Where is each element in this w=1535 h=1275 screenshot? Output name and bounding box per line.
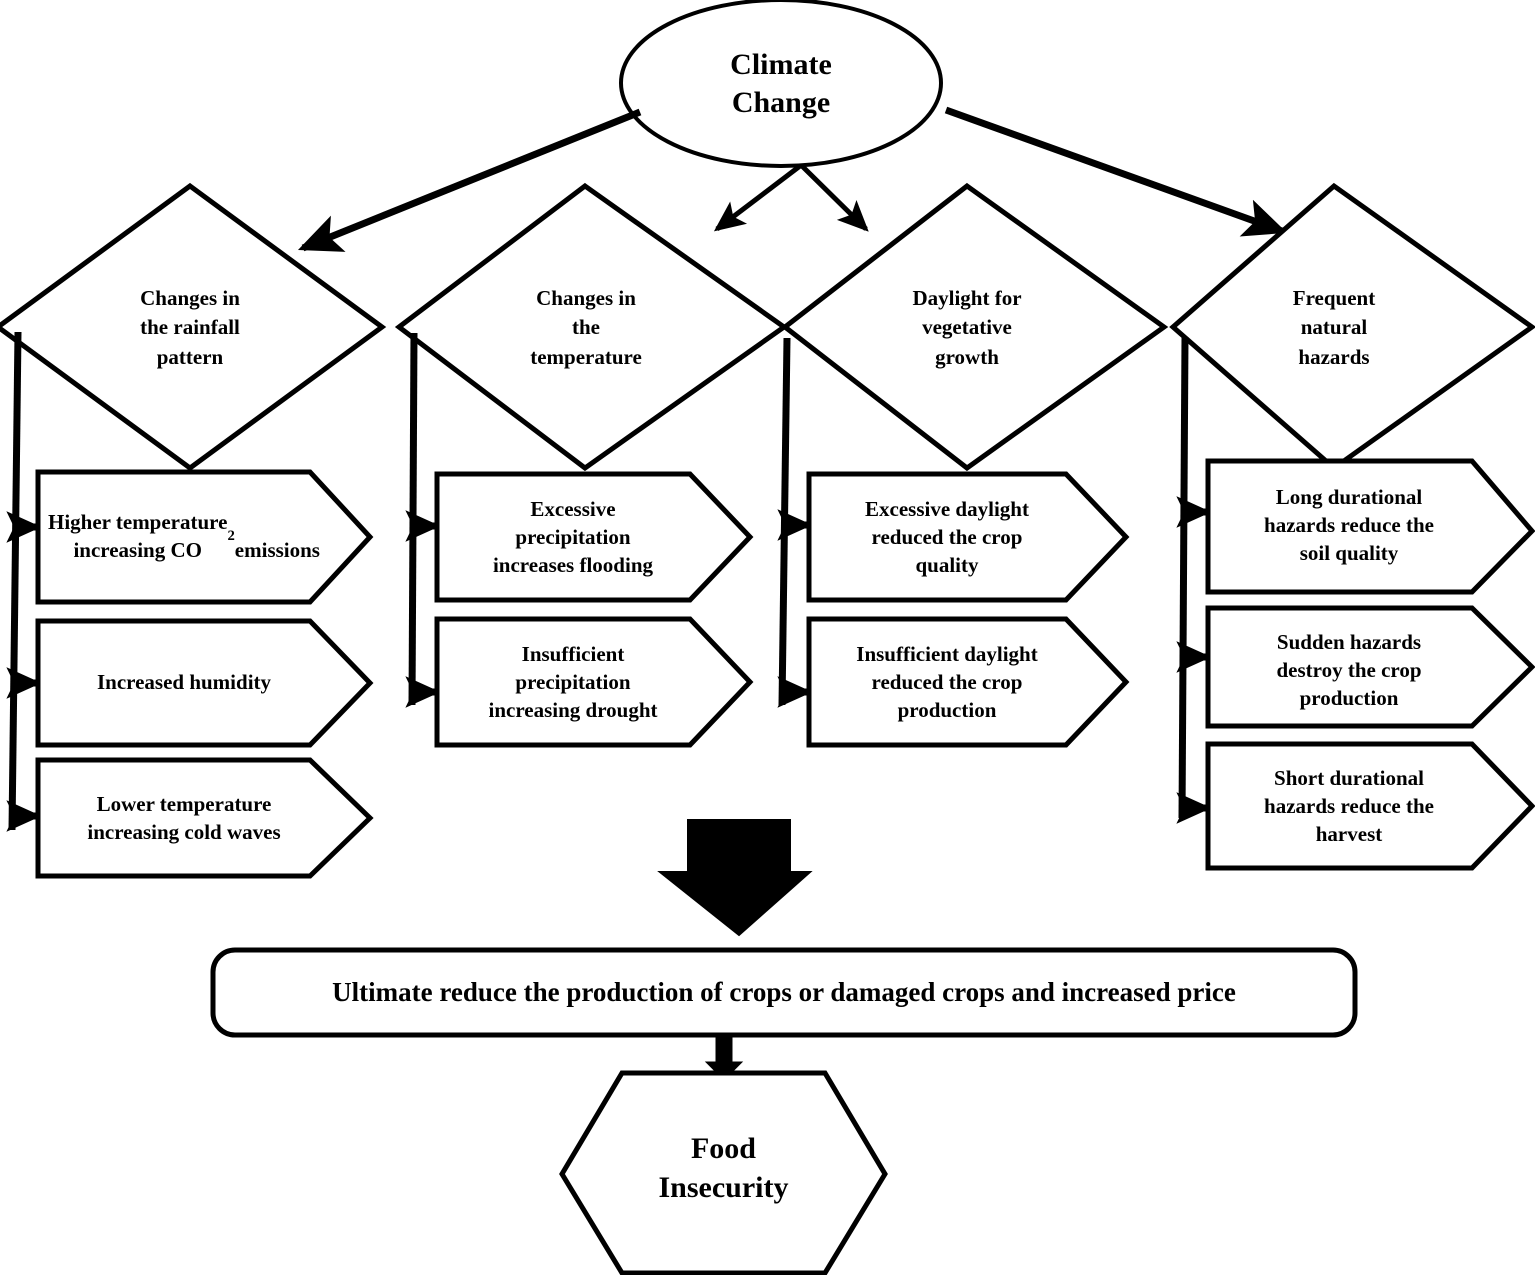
edge-root-to-hazards xyxy=(944,106,1288,237)
hexagon-food-insecurity xyxy=(559,1070,888,1275)
edge-root-to-temperature xyxy=(713,164,802,232)
spine-rainfall xyxy=(8,331,22,831)
climate-change-ellipse xyxy=(619,0,943,168)
box-short-durational xyxy=(1205,741,1535,871)
box-insufficient-daylight xyxy=(806,616,1130,748)
diamond-hazards xyxy=(1169,182,1535,472)
box-insufficient-precipitation xyxy=(434,616,754,748)
edge-root-to-daylight xyxy=(800,164,869,232)
box-increased-humidity xyxy=(35,618,374,748)
box-long-durational xyxy=(1205,458,1535,595)
box-higher-temp-co2 xyxy=(35,469,374,605)
diamond-temperature xyxy=(394,182,789,472)
box-excessive-precipitation xyxy=(434,471,754,603)
box-lower-temp-cold-waves xyxy=(35,757,374,879)
box-excessive-daylight xyxy=(806,471,1130,603)
spine-temperature xyxy=(408,332,418,706)
diamond-daylight xyxy=(780,182,1169,472)
edge-root-to-rainfall xyxy=(297,108,642,252)
outcome-rounded-rect xyxy=(210,947,1358,1038)
spine-hazards xyxy=(1178,336,1189,819)
box-sudden-hazards xyxy=(1205,605,1535,729)
diamond-rainfall xyxy=(0,182,387,472)
big-down-arrow xyxy=(657,819,813,937)
